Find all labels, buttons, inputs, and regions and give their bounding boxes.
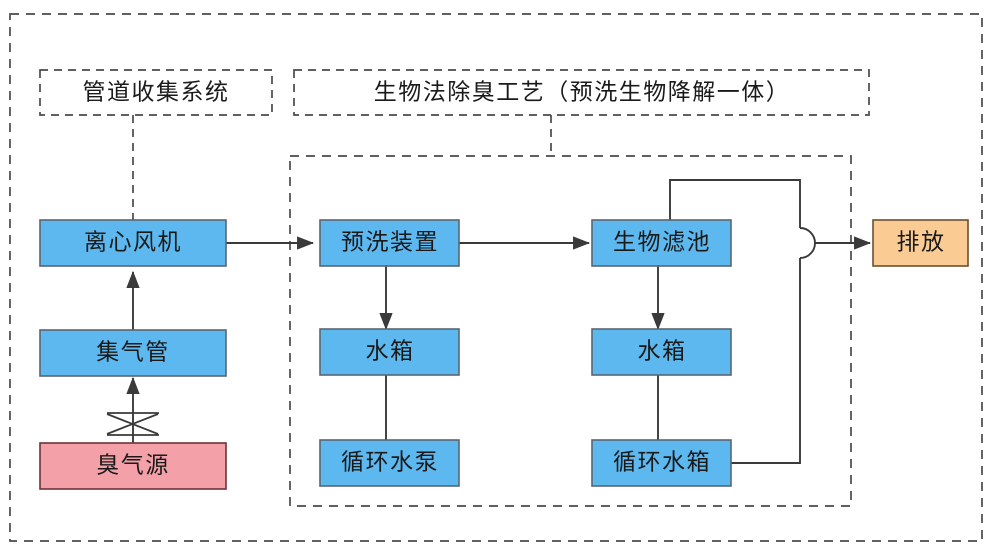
node-box-discharge[interactable] bbox=[872, 219, 969, 267]
outer-dashed-frame bbox=[9, 13, 983, 542]
node-gas-collection-pipe[interactable]: 集气管 bbox=[39, 329, 227, 377]
node-box-water-tank-right[interactable] bbox=[591, 328, 732, 376]
node-box-pre-wash-device[interactable] bbox=[319, 219, 460, 267]
merge-junction-arc bbox=[799, 227, 816, 259]
node-label-odor-source: 臭气源 bbox=[96, 452, 170, 477]
node-label-water-tank-left: 水箱 bbox=[366, 338, 415, 363]
node-water-tank-right[interactable]: 水箱 bbox=[591, 328, 732, 376]
connector-circ-tank-to-junction bbox=[727, 258, 801, 464]
node-circulating-water-tank[interactable]: 循环水箱 bbox=[591, 439, 732, 487]
node-label-circulating-water-tank: 循环水箱 bbox=[613, 449, 711, 474]
node-label-circulating-water-pump: 循环水泵 bbox=[341, 449, 439, 474]
node-box-gas-collection-pipe[interactable] bbox=[39, 329, 227, 377]
group-label-pipeline-collection: 管道收集系统 bbox=[83, 79, 230, 104]
node-box-circulating-water-pump[interactable] bbox=[319, 439, 460, 487]
node-label-biological-filter: 生物滤池 bbox=[613, 229, 711, 254]
group-label-box-bio bbox=[293, 69, 870, 116]
node-centrifugal-fan[interactable]: 离心风机 bbox=[39, 219, 227, 267]
valve-symbol bbox=[106, 412, 159, 436]
node-box-centrifugal-fan[interactable] bbox=[39, 219, 227, 267]
bio-process-dashed-frame bbox=[289, 155, 852, 507]
node-discharge[interactable]: 排放 bbox=[872, 219, 969, 267]
node-odor-source[interactable]: 臭气源 bbox=[39, 442, 227, 490]
node-box-water-tank-left[interactable] bbox=[319, 328, 460, 376]
connector-bio-filter-top-loop bbox=[669, 179, 801, 228]
node-box-circulating-water-tank[interactable] bbox=[591, 439, 732, 487]
node-pre-wash-device[interactable]: 预洗装置 bbox=[319, 219, 460, 267]
node-label-discharge: 排放 bbox=[897, 229, 946, 254]
node-box-biological-filter[interactable] bbox=[591, 219, 732, 267]
group-label-box-pipeline bbox=[39, 69, 273, 116]
node-biological-filter[interactable]: 生物滤池 bbox=[591, 219, 732, 267]
node-label-gas-collection-pipe: 集气管 bbox=[96, 339, 170, 364]
node-box-odor-source[interactable] bbox=[39, 442, 227, 490]
node-label-water-tank-right: 水箱 bbox=[638, 338, 687, 363]
node-label-pre-wash-device: 预洗装置 bbox=[341, 229, 439, 254]
node-circulating-water-pump[interactable]: 循环水泵 bbox=[319, 439, 460, 487]
node-water-tank-left[interactable]: 水箱 bbox=[319, 328, 460, 376]
group-label-bio-deodorization: 生物法除臭工艺（预洗生物降解一体） bbox=[374, 79, 791, 104]
node-label-centrifugal-fan: 离心风机 bbox=[84, 229, 182, 254]
